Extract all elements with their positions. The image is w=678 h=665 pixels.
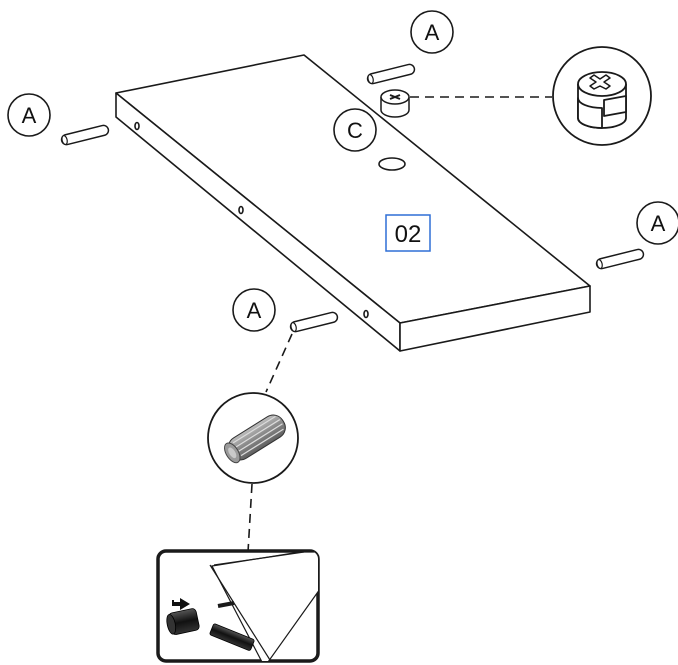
- dowel-icon: [366, 63, 416, 85]
- edge-hole-2: [238, 205, 244, 215]
- dowel-bottom: [289, 311, 339, 333]
- label-a-right: A: [636, 201, 678, 245]
- dowel-right: [595, 248, 645, 270]
- dowel-left: [60, 124, 110, 146]
- part-number-tag: 02: [385, 214, 431, 252]
- cam-lock-detail: [552, 46, 652, 146]
- svg-text:A: A: [425, 20, 440, 45]
- hammer-insertion-icon: [166, 608, 255, 651]
- edge-hole-3: [363, 309, 369, 319]
- dowel-leader-line-upper: [265, 333, 293, 393]
- dowel-top: [366, 63, 416, 85]
- board-top-face: [115, 54, 591, 324]
- svg-text:A: A: [22, 103, 37, 128]
- dowel-icon: [60, 124, 110, 146]
- cam-hole: [378, 157, 406, 171]
- board-short-edge: [399, 285, 591, 352]
- label-a-bottom: A: [232, 288, 276, 332]
- svg-text:C: C: [347, 118, 363, 143]
- arrow-icon: [172, 598, 190, 610]
- dowel-icon: [595, 248, 645, 270]
- dowel-icon: [289, 311, 339, 333]
- label-a-top: A: [410, 10, 454, 54]
- cam-lock: [380, 89, 410, 118]
- svg-text:A: A: [247, 298, 262, 323]
- hammer-insertion-inset: [156, 549, 320, 663]
- part-number-text: 02: [395, 221, 422, 248]
- label-c: C: [333, 108, 377, 152]
- board-panel: [115, 54, 591, 352]
- svg-text:A: A: [651, 211, 666, 236]
- edge-hole-1: [134, 121, 140, 131]
- label-a-left: A: [7, 93, 51, 137]
- ribbed-dowel-detail: [207, 392, 299, 484]
- cross-slot-icon: [589, 74, 611, 90]
- dowel-leader-line-lower: [247, 483, 253, 553]
